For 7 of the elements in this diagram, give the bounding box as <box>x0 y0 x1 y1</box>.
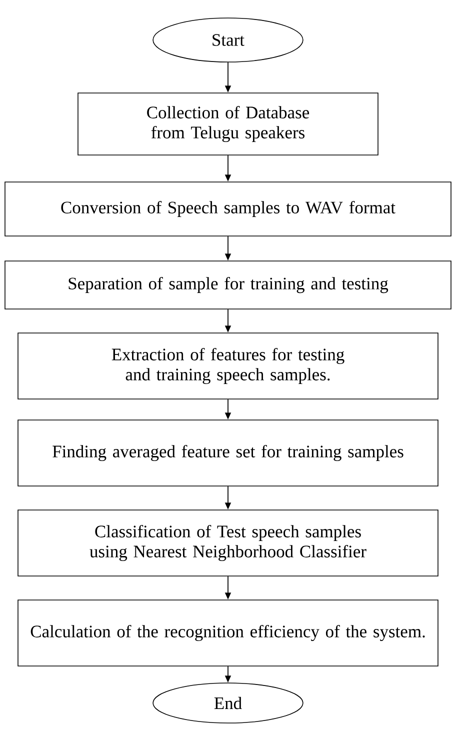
process-box: Finding averaged feature set for training samples <box>18 420 438 486</box>
process-box: Extraction of features for testing and training speech samples. <box>18 332 438 400</box>
process-box: Conversion of Speech samples to WAV format <box>4 182 452 236</box>
process-box: Calculation of the recognition efficiency of the system. <box>18 600 438 666</box>
process-box: Separation of sample for training and testing <box>4 260 452 310</box>
process-box: Classification of Test speech samples using Nearest Neighborhood Classifier <box>18 510 438 576</box>
process-box: Collection of Database from Telugu speakers <box>78 92 378 156</box>
